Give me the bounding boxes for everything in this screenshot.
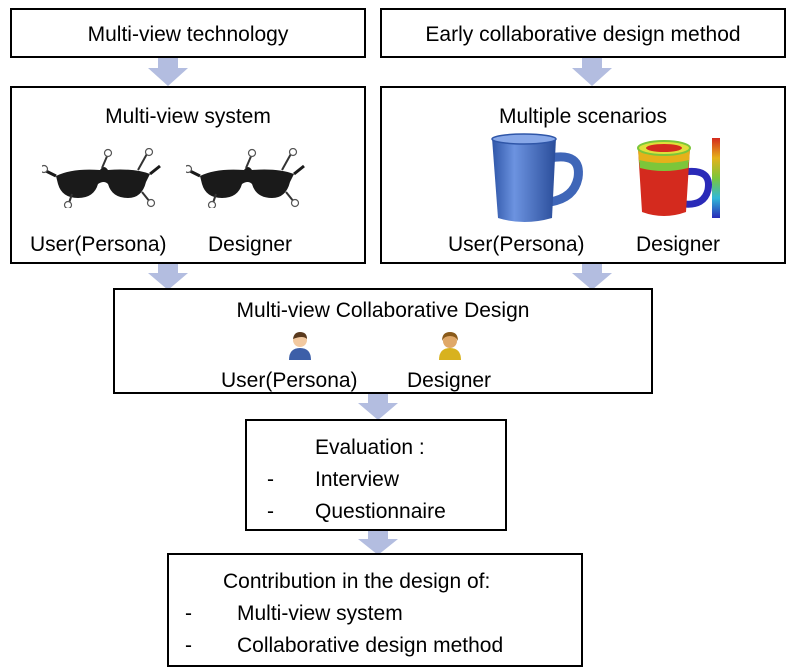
- glasses-icon: [42, 148, 162, 208]
- multi-view-collaborative-design-box: Multi-view Collaborative Design User(Per…: [113, 288, 653, 394]
- designer-label: Designer: [407, 369, 492, 392]
- down-arrow-icon: [148, 58, 188, 86]
- designer-label: Designer: [208, 233, 293, 256]
- contribution-title: Contribution in the design of:: [223, 570, 491, 593]
- contribution-bullet: -: [185, 602, 192, 625]
- multi-view-technology-box: Multi-view technology: [10, 8, 366, 58]
- contribution-item-collaborative-design-method: Collaborative design method: [237, 634, 504, 657]
- down-arrow-icon: [358, 531, 398, 555]
- contribution-bullet: -: [185, 634, 192, 657]
- evaluation-bullet: -: [267, 468, 274, 491]
- early-collaborative-design-label: Early collaborative design method: [425, 23, 741, 46]
- evaluation-title: Evaluation :: [315, 436, 425, 459]
- evaluation-item-interview: Interview: [315, 468, 400, 491]
- user-avatar-icon: [287, 330, 313, 360]
- user-persona-label: User(Persona): [30, 233, 167, 256]
- down-arrow-icon: [358, 394, 398, 420]
- down-arrow-icon: [572, 58, 612, 86]
- glasses-icon: [186, 148, 306, 208]
- down-arrow-icon: [148, 264, 188, 290]
- evaluation-item-questionnaire: Questionnaire: [315, 500, 446, 523]
- heatmap-mug-icon: [632, 138, 718, 220]
- multiple-scenarios-box: Multiple scenarios: [380, 86, 786, 264]
- color-scale-icon: [712, 138, 722, 218]
- collaborative-design-title: Multi-view Collaborative Design: [236, 299, 530, 322]
- down-arrow-icon: [572, 264, 612, 290]
- designer-avatar-icon: [437, 330, 463, 360]
- contribution-item-multi-view-system: Multi-view system: [237, 602, 403, 625]
- early-collaborative-design-box: Early collaborative design method: [380, 8, 786, 58]
- multiple-scenarios-title: Multiple scenarios: [498, 105, 668, 128]
- user-persona-label: User(Persona): [448, 233, 585, 256]
- contribution-box: Contribution in the design of: - Multi-v…: [167, 553, 583, 667]
- multi-view-system-title: Multi-view system: [105, 105, 271, 128]
- designer-label: Designer: [636, 233, 721, 256]
- user-persona-label: User(Persona): [221, 369, 358, 392]
- evaluation-bullet: -: [267, 500, 274, 523]
- multi-view-system-box: Multi-view system: [10, 86, 366, 264]
- blue-mug-icon: [486, 132, 586, 228]
- evaluation-box: Evaluation : - Interview - Questionnaire: [245, 419, 507, 531]
- multi-view-technology-label: Multi-view technology: [87, 23, 289, 46]
